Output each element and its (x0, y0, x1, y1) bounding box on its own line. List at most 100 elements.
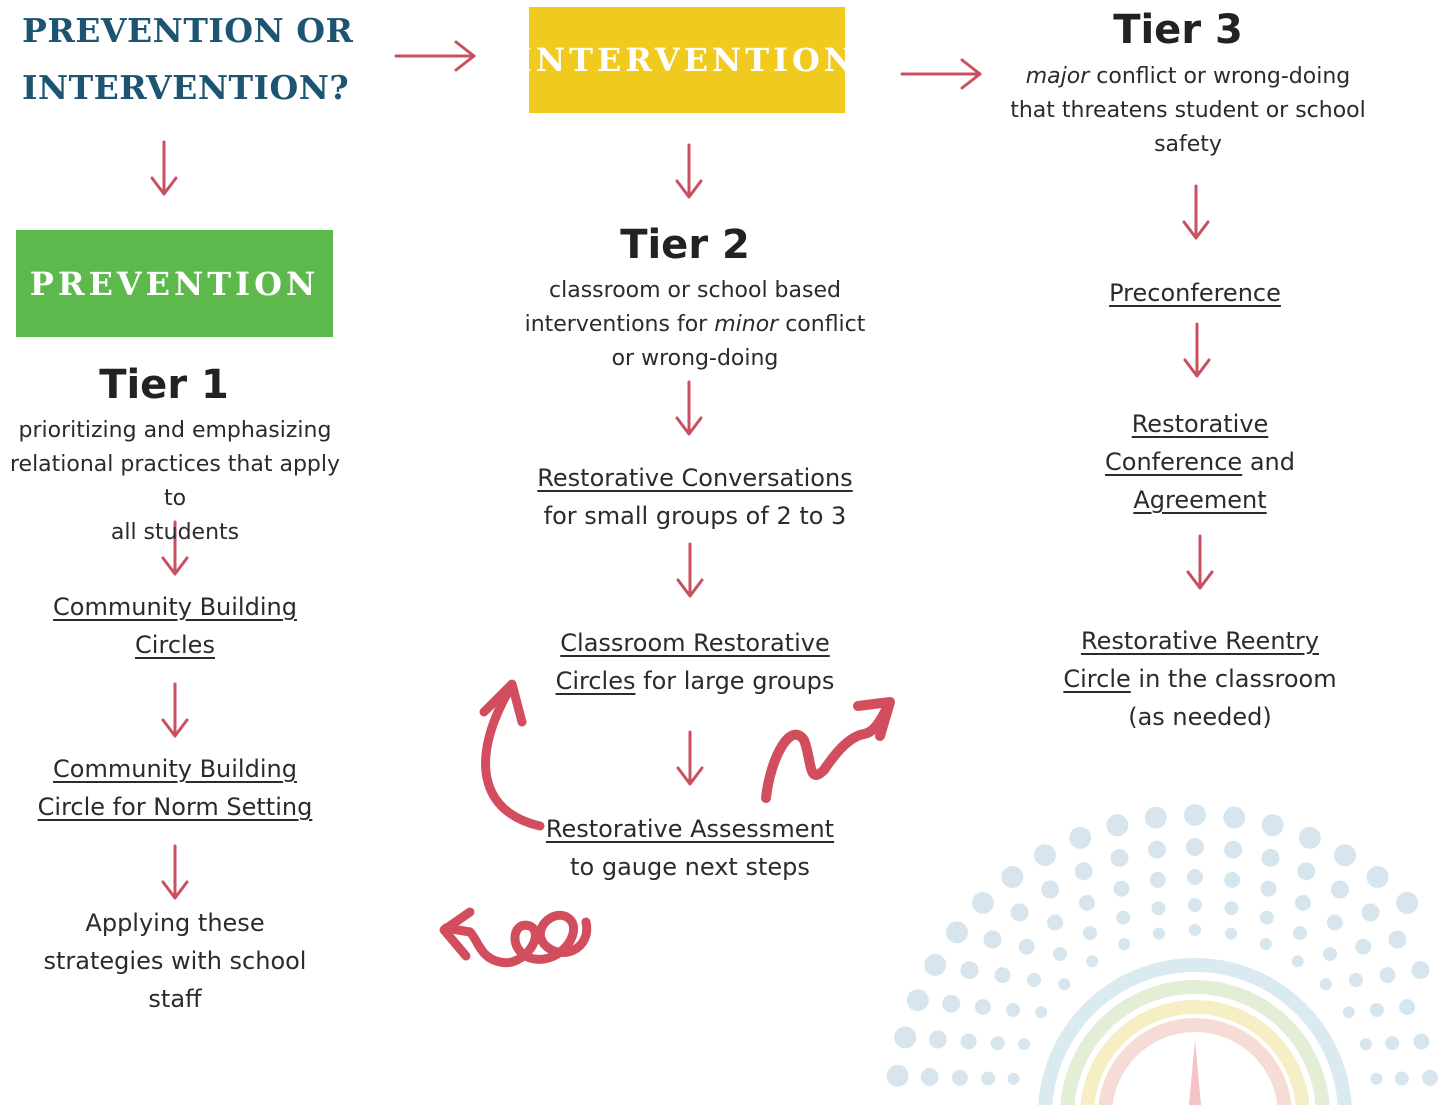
rainbow-dot (1041, 880, 1060, 899)
rainbow-dot (1186, 838, 1204, 856)
rainbow-dot (924, 954, 947, 976)
rainbow-arc (1080, 1000, 1310, 1105)
rainbow-dot (1053, 947, 1067, 962)
rainbow-dot (946, 921, 968, 944)
rainbow-dot (1355, 938, 1372, 955)
rainbow-dot (1394, 1071, 1409, 1086)
rainbow-dot (1379, 967, 1396, 984)
rainbow-dot (1001, 866, 1024, 888)
prevention-box: PREVENTION (16, 230, 333, 337)
tier3-step2-line: Agreement (1133, 486, 1267, 514)
rainbow-dot (1188, 898, 1202, 912)
rainbow-dot (1291, 955, 1304, 968)
rainbow-dot (942, 994, 961, 1013)
rainbow-dot (1144, 806, 1167, 829)
rainbow-dot (981, 1071, 996, 1086)
rainbow-dot (1058, 978, 1071, 991)
rainbow-dot (1388, 930, 1407, 949)
intervention-label: INTERVENTION (516, 41, 858, 79)
squiggle-arrow-icon (761, 697, 895, 803)
tier3-step-preconference: Preconference (1045, 274, 1345, 312)
tier2-step-assessment: Restorative Assessment to gauge next ste… (500, 810, 880, 886)
rainbow-dot (886, 1064, 909, 1087)
arrow-down-icon (1186, 534, 1214, 590)
tier3-step2-line: Conference and (1050, 443, 1350, 481)
arrow-down-icon (676, 542, 704, 598)
rainbow-dot (1074, 862, 1093, 881)
rainbow-dot (1319, 978, 1332, 991)
tier3-step-reentry: Restorative Reentry Circle in the classr… (1025, 622, 1375, 736)
tier2-desc-text: conflict (778, 312, 866, 337)
arrow-down-icon (150, 140, 178, 196)
rainbow-arc (1038, 958, 1352, 1105)
rainbow-dot (1224, 871, 1241, 888)
tier2-step2-link: Circles (555, 667, 636, 695)
rainbow-dot (1224, 840, 1243, 859)
page-title-line: PREVENTION OR (22, 11, 354, 50)
rainbow-dot (1110, 848, 1129, 867)
tier2-step2-title: Classroom Restorative (560, 629, 830, 657)
tier3-step3-text: in the classroom (1130, 665, 1337, 693)
tier1-step2-line: Community Building (53, 755, 297, 783)
rainbow-dot (983, 930, 1002, 949)
rainbow-dot (1189, 924, 1201, 936)
tier2-step2-line: Circles for large groups (505, 662, 885, 700)
arrow-right-icon (394, 40, 476, 72)
rainbow-dot (1047, 914, 1064, 931)
rainbow-dot (1079, 894, 1095, 911)
rainbow-dot (1007, 1072, 1020, 1085)
tier2-step3-sub: to gauge next steps (570, 853, 810, 881)
rainbow-dot (1259, 910, 1274, 925)
rainbow-dot (994, 967, 1011, 984)
tier3-description: major conflict or wrong-doing that threa… (1003, 60, 1373, 162)
tier3-desc-line: safety (1154, 132, 1222, 157)
rainbow-dot (1361, 903, 1380, 922)
rainbow-dot (1342, 1006, 1355, 1019)
rainbow-dot (1297, 862, 1316, 881)
tier1-desc-line: all students (110, 520, 240, 545)
tier2-desc-emphasis: minor (714, 312, 779, 337)
rainbow-dot (971, 891, 994, 914)
tier3-step3-line: Restorative Reentry (1080, 627, 1320, 655)
tier2-desc-text: interventions for (524, 312, 715, 337)
tier1-step1-line: Circles (135, 631, 215, 659)
loopy-arrow-icon (439, 907, 592, 968)
page-title-line: INTERVENTION? (22, 68, 350, 107)
tier3-step-conference: Restorative Conference and Agreement (1050, 405, 1350, 519)
rainbow-dot (1225, 927, 1238, 940)
rainbow-dot (960, 1033, 977, 1050)
tier1-title: Tier 1 (99, 362, 229, 408)
tier1-step3-line: Applying these (85, 909, 265, 937)
rainbow-arc (1060, 980, 1330, 1105)
rainbow-dot (1184, 804, 1206, 826)
rainbow-dot (1113, 880, 1130, 897)
rainbow-dot (1259, 938, 1272, 951)
rainbow-dot (1261, 814, 1284, 837)
arrow-right-icon (900, 58, 982, 90)
tier2-desc-line: interventions for minor conflict (505, 308, 885, 342)
tier3-desc-line: that threatens student or school (1010, 98, 1366, 123)
tier2-step3-title: Restorative Assessment (545, 815, 835, 843)
rainbow-dot (1086, 955, 1099, 968)
rainbow-dot (1018, 938, 1035, 955)
tier3-step2-text: and (1242, 448, 1295, 476)
rainbow-dot (1027, 973, 1042, 987)
rainbow-dot (1370, 1072, 1383, 1085)
rainbow-dot (1326, 914, 1343, 931)
rainbow-dot (1018, 1038, 1031, 1051)
rainbow-dot (1006, 1003, 1021, 1017)
rainbow-dot (1152, 927, 1165, 940)
rainbow-dot (1035, 1006, 1048, 1019)
rainbow-dot (974, 999, 991, 1015)
rainbow-dot (1422, 1069, 1439, 1086)
rainbow-dot (1385, 1036, 1400, 1051)
tier1-step-norm-setting: Community Building Circle for Norm Setti… (0, 750, 350, 826)
tier1-step-school-staff: Applying these strategies with school st… (0, 904, 350, 1018)
tier2-step2-text: for large groups (635, 667, 835, 695)
rainbow-dot (928, 1030, 947, 1049)
rainbow-dot (1366, 866, 1389, 888)
tier1-desc-line: relational practices that apply to (9, 452, 341, 511)
rainbow-dot (1261, 848, 1280, 867)
rainbow-dot (1149, 871, 1166, 888)
